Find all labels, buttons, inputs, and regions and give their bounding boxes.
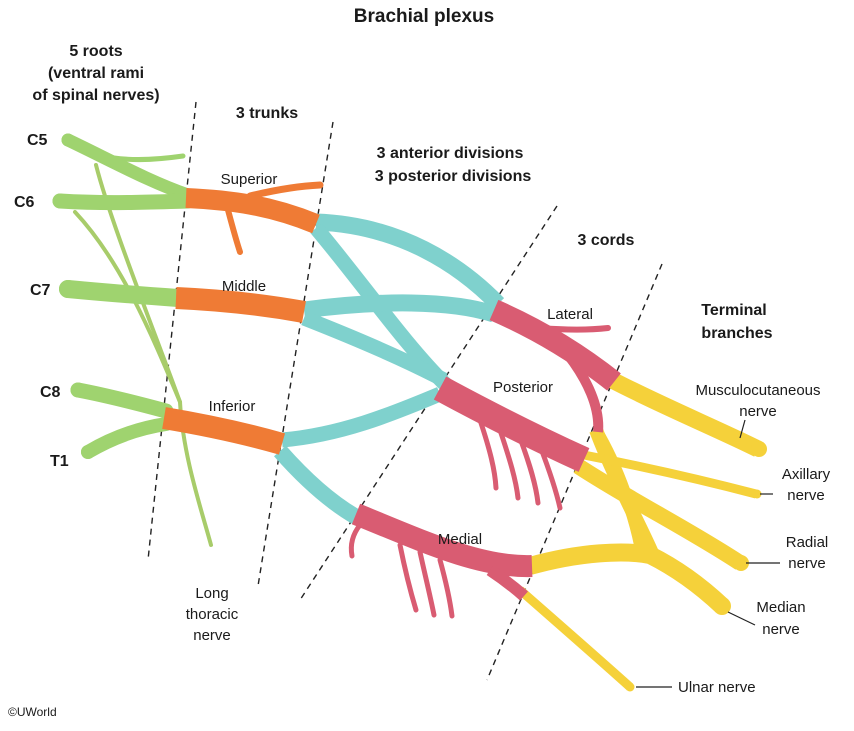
trunk-superior <box>185 188 320 234</box>
trunk-label-superior: Superior <box>221 171 278 188</box>
tip-c7 <box>59 280 77 298</box>
cord-posterior-branch-4 <box>537 443 563 511</box>
divisions-header-line-1: 3 anterior divisions <box>377 145 524 162</box>
trunks-header: 3 trunks <box>236 105 298 122</box>
cord-posterior-branch-1 <box>477 417 499 491</box>
tip-radial <box>733 555 749 571</box>
roots-header-line-3: of spinal nerves) <box>32 87 159 104</box>
roots-group <box>52 133 213 547</box>
tip-musculocutaneous <box>751 441 767 457</box>
root-c5 <box>61 133 195 202</box>
label-long-thoracic-line-1: Long <box>195 585 228 602</box>
branch-ulnar <box>517 586 634 691</box>
label-musculocutaneous-line-2: nerve <box>739 403 777 420</box>
label-axillary-line-2: nerve <box>787 487 825 504</box>
trunk-superior-branch <box>246 181 324 200</box>
division-inferior-anterior <box>274 445 362 525</box>
terminal-header-line-2: branches <box>701 325 772 342</box>
roots-header-line-1: 5 roots <box>69 43 122 60</box>
label-median-line-1: Median <box>756 599 805 616</box>
branch-musculocutaneous <box>608 372 762 457</box>
root-c8 <box>70 382 174 419</box>
leader-musculocutaneous <box>739 419 746 439</box>
root-label-t1: T1 <box>50 453 69 470</box>
tip-ulnar <box>625 682 635 692</box>
diagram-title: Brachial plexus <box>354 6 494 27</box>
leader-lines <box>636 419 780 688</box>
branch-median <box>527 543 729 613</box>
cord-medial-branch-1 <box>348 522 363 559</box>
root-c6-descending <box>73 210 182 404</box>
cord-medial-branch-4 <box>437 557 455 619</box>
branch-radial <box>573 459 745 570</box>
cord-label-posterior: Posterior <box>493 379 553 396</box>
divisions-header-line-2: 3 posterior divisions <box>375 168 532 185</box>
trunk-superior-branch-down <box>225 207 243 255</box>
divisions-group <box>274 213 505 525</box>
root-label-c7: C7 <box>30 282 51 299</box>
trunks-group <box>162 181 324 455</box>
division-inferior-posterior <box>281 387 443 448</box>
cord-label-lateral: Lateral <box>547 306 593 323</box>
trunk-inferior <box>162 407 286 455</box>
root-label-c8: C8 <box>40 384 61 401</box>
cord-medial-branch-3 <box>417 549 437 618</box>
tip-c5 <box>61 133 75 147</box>
root-label-c6: C6 <box>14 194 35 211</box>
label-ulnar: Ulnar nerve <box>678 679 756 696</box>
tip-c8 <box>70 382 86 398</box>
branches-group <box>517 372 762 691</box>
label-median-line-2: nerve <box>762 621 800 638</box>
cord-lateral <box>489 299 621 391</box>
label-radial-line-1: Radial <box>786 534 829 551</box>
label-musculocutaneous-line-1: Musculocutaneous <box>695 382 820 399</box>
branch-axillary <box>583 450 758 499</box>
cord-medial-branch-2 <box>397 542 419 613</box>
tip-c6 <box>52 193 68 209</box>
label-radial-line-2: nerve <box>788 555 826 572</box>
cord-posterior <box>433 376 590 472</box>
root-c6 <box>52 193 196 211</box>
division-middle-posterior <box>301 311 448 387</box>
trunk-label-inferior: Inferior <box>209 398 256 415</box>
root-label-c5: C5 <box>27 132 48 149</box>
division-middle-anterior <box>302 294 497 323</box>
division-superior-anterior <box>315 213 505 310</box>
cord-label-medial: Medial <box>438 531 482 548</box>
label-long-thoracic-line-2: thoracic <box>186 606 239 623</box>
tip-axillary <box>752 489 762 499</box>
cord-lateral-to-median <box>556 341 604 433</box>
divider-trunks-divisions <box>257 121 334 587</box>
tip-t1 <box>81 445 95 459</box>
root-c7 <box>59 280 187 307</box>
label-long-thoracic-line-3: nerve <box>193 627 231 644</box>
trunk-middle <box>175 287 306 323</box>
cords-group <box>348 299 621 619</box>
branch-tips <box>52 133 767 692</box>
root-t1 <box>81 417 173 459</box>
cord-posterior-branch-3 <box>517 435 541 506</box>
label-axillary-line-1: Axillary <box>782 466 831 483</box>
tip-median <box>713 597 731 615</box>
terminal-header-line-1: Terminal <box>701 302 767 319</box>
cord-medial <box>351 503 533 578</box>
roots-header-line-2: (ventral rami <box>48 65 144 82</box>
cords-header: 3 cords <box>578 232 635 249</box>
leader-median <box>727 611 756 626</box>
copyright-label: ©UWorld <box>8 705 57 719</box>
trunk-label-middle: Middle <box>222 278 266 295</box>
cord-medial-to-ulnar <box>486 565 528 601</box>
cord-posterior-branch-2 <box>497 427 521 501</box>
